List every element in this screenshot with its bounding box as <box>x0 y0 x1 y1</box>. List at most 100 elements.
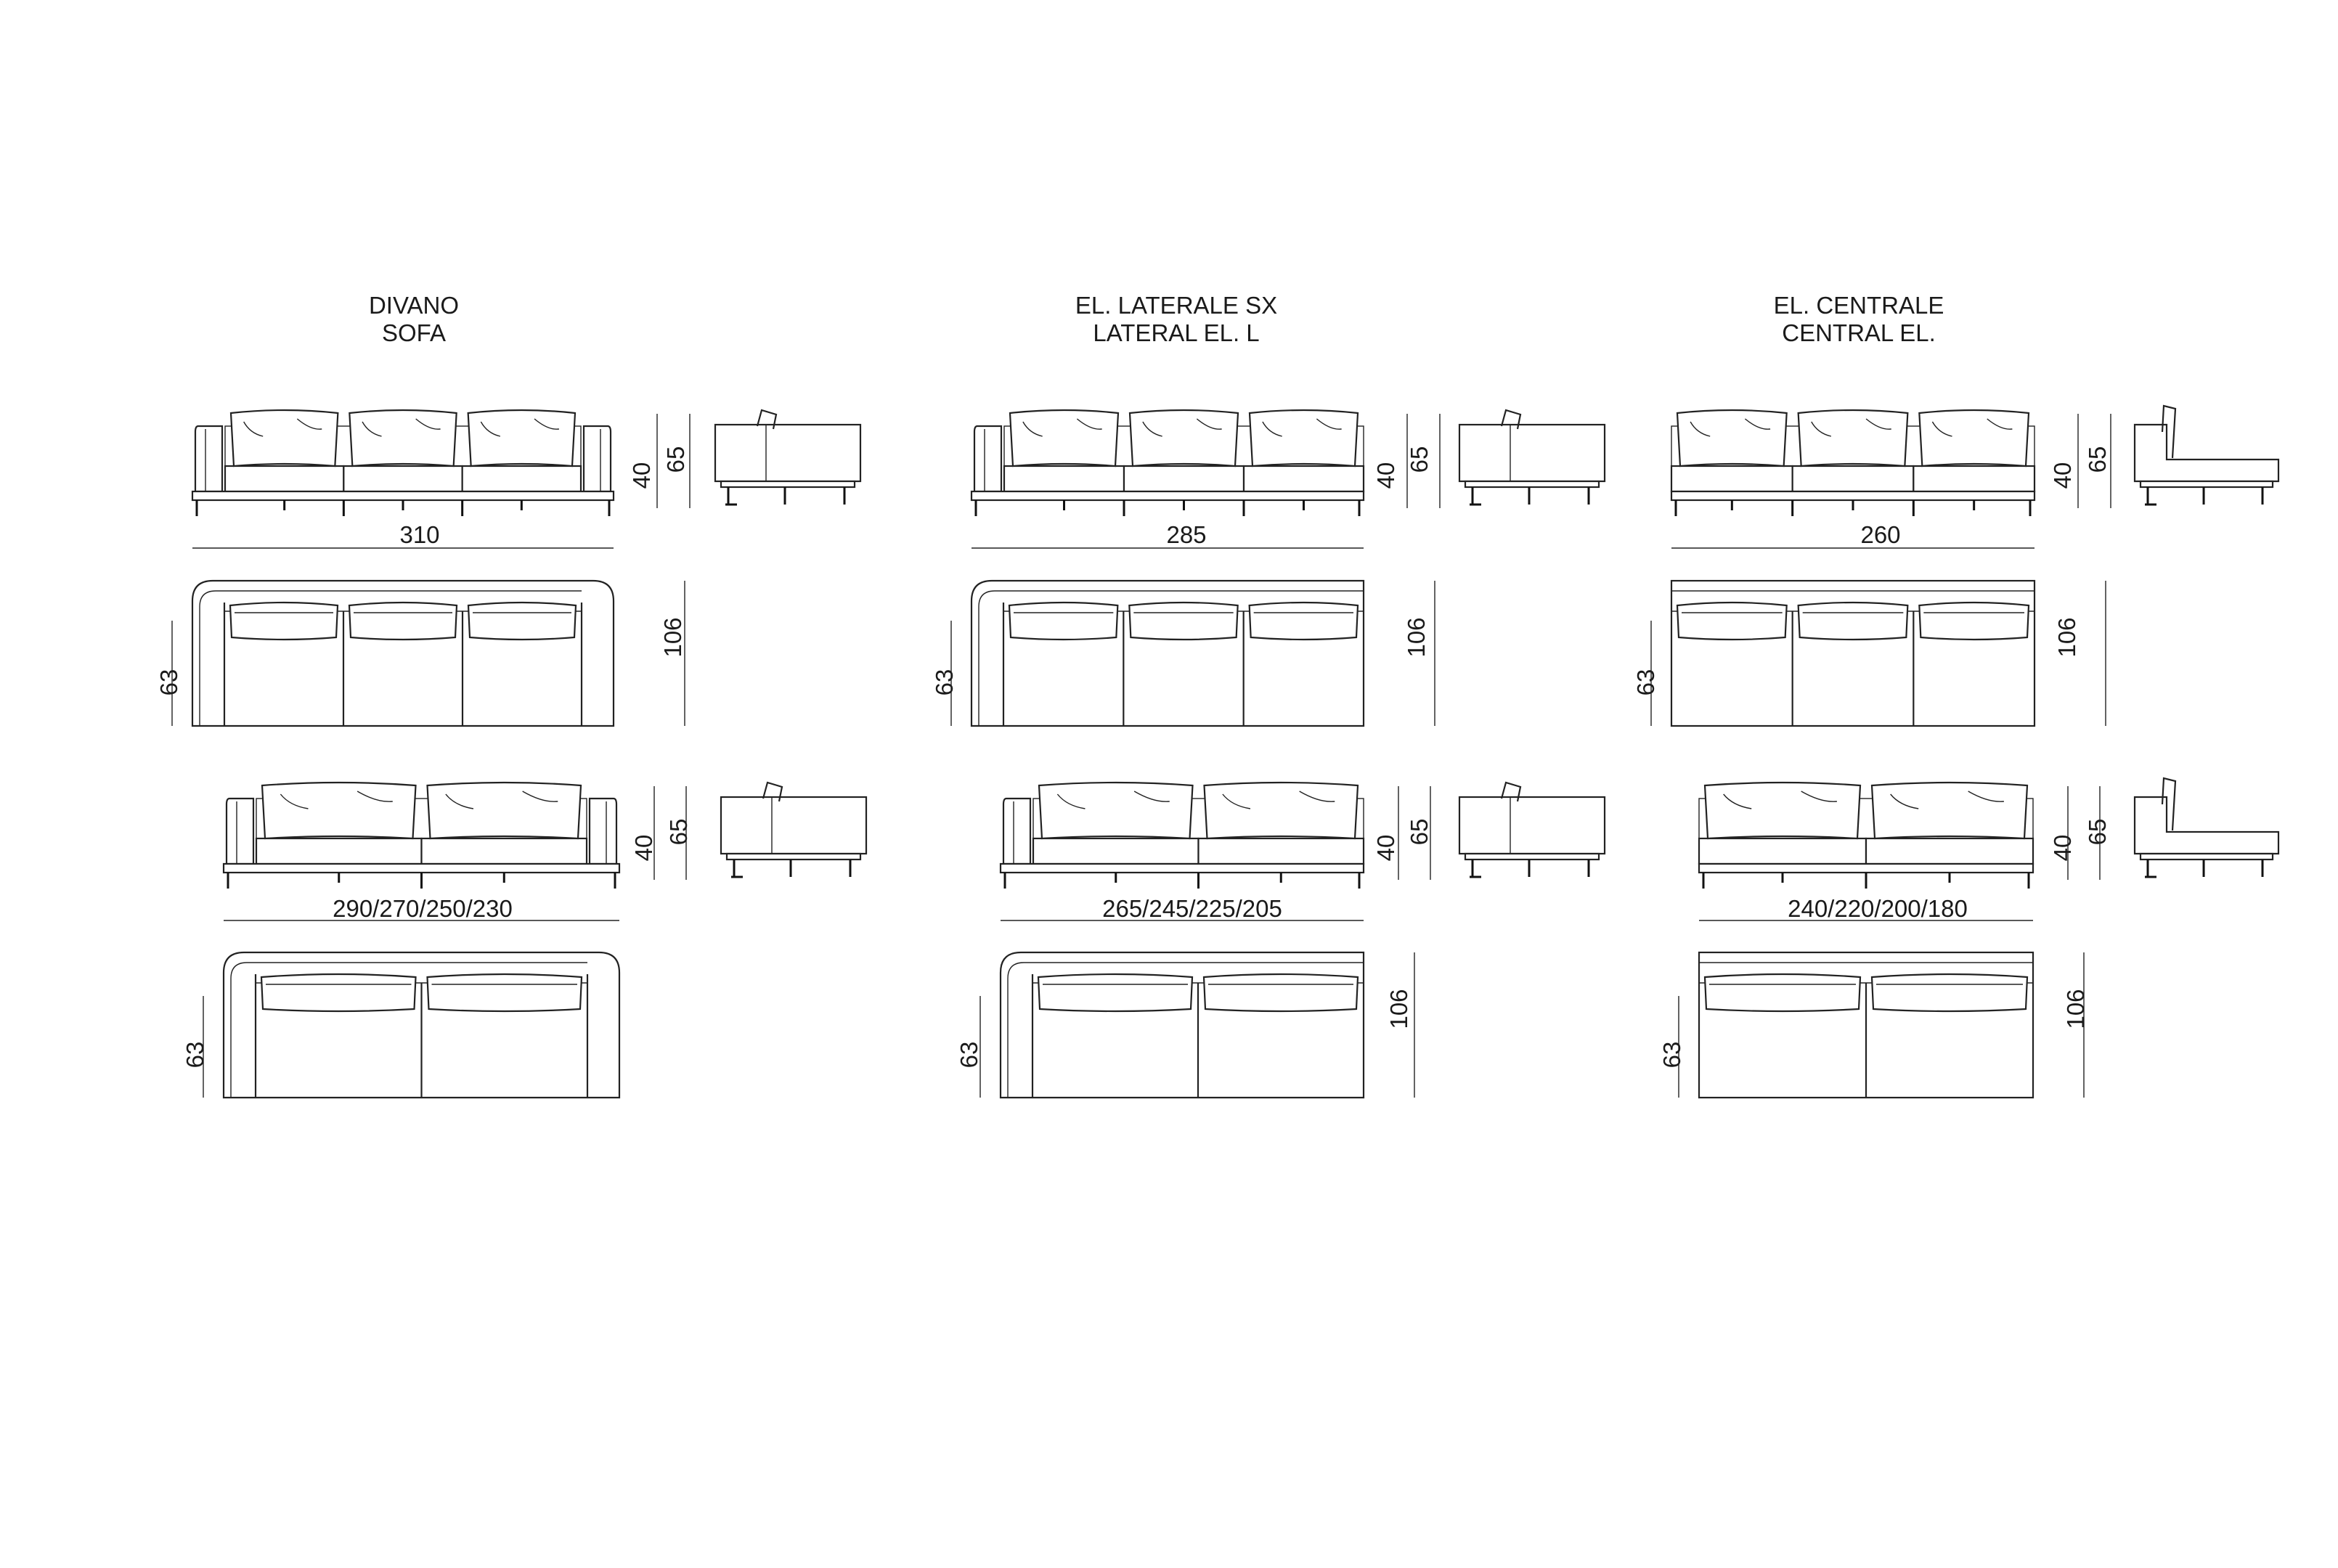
plan-back-cushion <box>1128 601 1239 641</box>
rect <box>720 796 868 855</box>
dim-width-full: 285 <box>1166 521 1206 548</box>
rect <box>2139 480 2274 489</box>
title-english: LATERAL EL. L <box>1093 319 1259 346</box>
rect <box>1458 796 1606 855</box>
dim-seat-depth-2: 63 <box>1658 1042 1685 1069</box>
dim-width-short: 290/270/250/230 <box>333 895 513 922</box>
rect <box>461 465 582 493</box>
dim-seat-height-2: 40 <box>630 835 657 862</box>
cushion-crease <box>357 791 393 802</box>
plan-back-cushion <box>1202 973 1359 1013</box>
dim-total-height-2: 65 <box>665 819 692 846</box>
back-cushion <box>1918 409 2030 467</box>
dim-width-short: 265/245/225/205 <box>1102 895 1282 922</box>
plan-inner-outline <box>199 590 582 726</box>
rect <box>1464 480 1600 489</box>
dim-seat-height: 40 <box>2049 462 2076 489</box>
cushion-crease <box>1076 418 1102 430</box>
dim-seat-depth-2: 63 <box>956 1042 982 1069</box>
front-view-3-seat-sofa <box>191 409 615 516</box>
cushion-crease <box>1299 791 1335 802</box>
rect <box>420 837 588 865</box>
plan-view-2-seat-central <box>1698 951 2034 1099</box>
rect <box>224 465 345 493</box>
cushion-crease <box>1968 791 2004 802</box>
front-view-3-seat-central <box>1670 409 2036 516</box>
title-italian: EL. LATERALE SX <box>1075 292 1277 319</box>
dim-seat-height: 40 <box>628 462 655 489</box>
cushion-crease <box>1801 791 1837 802</box>
rect <box>714 423 862 483</box>
rect <box>1123 465 1245 493</box>
plan-view-3-seat-lateral <box>970 579 1365 727</box>
plan-back-cushion <box>1703 973 1862 1013</box>
column-sofa: DIVANO SOFA 310 290/270/250/230 40 65 10… <box>155 292 692 1068</box>
plan-view-2-seat-lateral <box>999 951 1365 1099</box>
back-cushion <box>426 781 582 840</box>
dim-total-height-2: 65 <box>2084 819 2111 846</box>
dim-total-height: 65 <box>2084 446 2111 473</box>
side-view-central <box>2133 404 2280 506</box>
dim-width-short: 240/220/200/180 <box>1788 895 1968 922</box>
dim-seat-height-2: 40 <box>2049 835 2076 862</box>
cushion-crease <box>480 421 501 437</box>
rect <box>1791 465 1915 493</box>
plan-back-cushion <box>1797 601 1909 641</box>
rect <box>970 490 1365 502</box>
back-cushion <box>1009 409 1120 467</box>
rect <box>720 480 856 489</box>
plan-inner-outline <box>978 590 1364 726</box>
cushion-crease <box>362 421 382 437</box>
plan-back-cushion <box>1870 973 2029 1013</box>
rect <box>255 837 423 865</box>
rect <box>1670 490 2036 502</box>
back-cushion <box>1797 409 1909 467</box>
side-view-lateral <box>1458 409 1606 506</box>
title-english: SOFA <box>382 319 446 346</box>
front-view-3-seat-lateral <box>970 409 1365 516</box>
dim-depth-total: 106 <box>1403 617 1430 657</box>
cushion-crease <box>296 418 322 430</box>
back-cushion-side <box>2161 404 2177 459</box>
back-cushion <box>229 409 339 467</box>
rect <box>1698 862 2034 874</box>
cushion-crease <box>1987 418 2013 430</box>
right-arm <box>582 425 612 493</box>
title-english: CENTRAL EL. <box>1782 319 1936 346</box>
dim-seat-depth: 63 <box>931 669 958 696</box>
dim-seat-depth: 63 <box>155 669 182 696</box>
rect <box>2139 852 2274 861</box>
rect <box>191 490 615 502</box>
cushion-crease <box>1022 421 1043 437</box>
cushion-crease <box>1744 418 1771 430</box>
rect <box>1032 837 1199 865</box>
cushion-crease <box>1133 791 1170 802</box>
plan-back-cushion <box>1008 601 1119 641</box>
back-cushion <box>1248 409 1359 467</box>
back-cushion <box>1703 781 1862 840</box>
dim-total-height: 65 <box>1406 446 1433 473</box>
rect <box>999 862 1365 874</box>
rect <box>1865 837 2034 865</box>
plan-view-3-seat-sofa <box>191 579 615 727</box>
dim-seat-depth: 63 <box>1632 669 1659 696</box>
cushion-crease <box>1811 421 1832 437</box>
back-cushion-side <box>2161 777 2177 831</box>
left-arm <box>1002 797 1032 865</box>
cushion-crease <box>445 793 474 809</box>
back-cushion-side <box>756 409 778 430</box>
back-cushion <box>1038 781 1194 840</box>
plan-inner-outline <box>1007 962 1364 1098</box>
title-italian: DIVANO <box>369 292 459 319</box>
plan-view-3-seat-central <box>1670 579 2036 727</box>
rect <box>222 862 621 874</box>
rect <box>1464 852 1600 861</box>
left-arm <box>973 425 1003 493</box>
cushion-crease <box>1931 421 1952 437</box>
plan-view-2-seat-sofa <box>222 951 621 1099</box>
dim-seat-height-2: 40 <box>1372 835 1399 862</box>
plan-back-cushion <box>1037 973 1194 1013</box>
cushion-crease <box>415 418 441 430</box>
dim-seat-depth-2: 63 <box>182 1042 208 1069</box>
side-view-2-sofa <box>720 781 868 878</box>
